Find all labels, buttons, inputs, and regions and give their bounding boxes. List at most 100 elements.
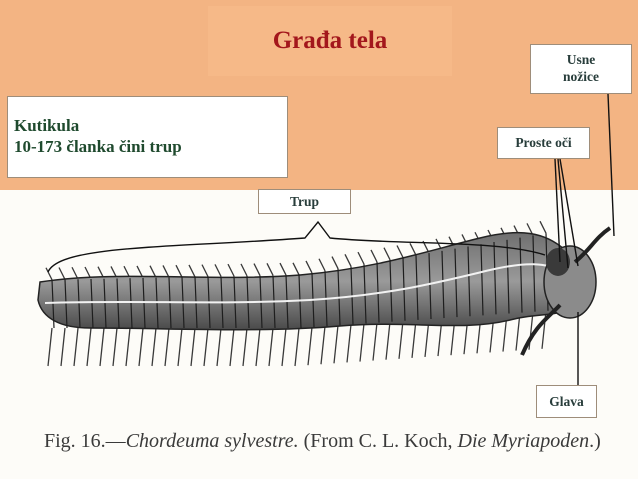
leg-upper [188, 264, 196, 278]
leg-lower [320, 326, 326, 365]
leg-upper [45, 267, 53, 281]
segment-ring [428, 253, 432, 319]
segment-ring [467, 246, 471, 317]
leg-upper [227, 263, 235, 277]
caption-source-prefix: (From C. L. Koch, [298, 430, 458, 452]
leg-upper [253, 263, 261, 276]
leg-lower [216, 327, 222, 367]
eyes-pointer-1 [554, 158, 561, 263]
leg-lower [281, 327, 287, 367]
leg-upper [175, 264, 183, 278]
leg-lower [346, 324, 352, 363]
mandibles-pointer [607, 93, 615, 237]
leg-upper [396, 245, 404, 258]
leg-upper [162, 265, 170, 278]
label-head: Glava [536, 385, 597, 418]
leg-upper [318, 258, 326, 272]
leg-upper [149, 265, 157, 278]
leg-lower [398, 320, 404, 359]
leg-lower [528, 311, 534, 350]
leg-lower [255, 327, 261, 367]
label-trunk: Trup [258, 189, 351, 214]
leg-lower [177, 327, 183, 367]
leg-upper [357, 251, 365, 265]
eyes-pointer-3 [557, 158, 569, 269]
segment-ring [519, 237, 523, 313]
leg-lower [164, 327, 170, 367]
info-line-segments: 10-173 članka čini trup [14, 137, 182, 156]
eye-patch [546, 248, 570, 276]
caption-source-suffix: .) [589, 430, 601, 452]
label-mandibles-line1: Usne [566, 52, 596, 67]
page-title: Građa tela [208, 6, 452, 76]
label-mandibles: Usne nožice [530, 44, 632, 94]
leg-lower [541, 310, 547, 349]
antenna-lower [520, 303, 562, 356]
segment-ring [90, 278, 94, 329]
segment-ring [493, 242, 497, 315]
leg-upper [383, 247, 391, 260]
segment-ring [64, 279, 68, 329]
leg-upper [292, 262, 300, 276]
leg-lower [242, 327, 248, 367]
trup-bracket [47, 220, 546, 273]
leg-lower [294, 327, 300, 367]
leg-upper [370, 249, 378, 263]
leg-lower [372, 322, 378, 361]
segment-ring [480, 244, 484, 316]
leg-lower [138, 327, 144, 367]
leg-lower [47, 327, 53, 367]
leg-lower [190, 327, 196, 367]
leg-upper [331, 256, 339, 269]
leg-upper [58, 267, 66, 280]
leg-upper [214, 264, 222, 277]
segment-ring [441, 250, 445, 319]
leg-upper [344, 254, 352, 267]
segment-ring [532, 235, 536, 312]
leg-lower [73, 327, 79, 367]
leg-upper [201, 264, 209, 277]
leg-lower [99, 327, 105, 367]
segment-ring [363, 264, 367, 324]
leg-upper [539, 220, 547, 234]
leg-lower [86, 327, 92, 367]
label-mandibles-line2: nožice [563, 69, 599, 84]
leg-lower [385, 321, 391, 360]
leg-lower [203, 327, 209, 367]
leg-lower [229, 327, 235, 367]
label-simple-eyes: Proste oči [497, 127, 590, 159]
leg-lower [125, 327, 131, 367]
leg-lower [515, 312, 521, 351]
leg-lower [151, 327, 157, 367]
figure-caption: Fig. 16.—Chordeuma sylvestre. (From C. L… [44, 430, 634, 453]
leg-lower [268, 327, 274, 367]
leg-lower [333, 325, 339, 364]
leg-lower [411, 319, 417, 358]
info-box: Kutikula 10-173 članka čini trup [7, 96, 288, 178]
segment-ring [77, 279, 81, 329]
leg-lower [112, 327, 118, 367]
leg-lower [307, 327, 313, 366]
body-midline [44, 263, 561, 304]
segment-ring [415, 255, 419, 320]
caption-source-title: Die Myriapoden [457, 430, 590, 452]
leg-upper [305, 260, 313, 274]
leg-upper [71, 266, 79, 280]
caption-fig: Fig. 16.— [44, 430, 126, 452]
segment-ring [129, 278, 133, 329]
leg-upper [279, 262, 287, 276]
segment-ring [350, 266, 354, 325]
leg-upper [266, 263, 274, 276]
segment-ring [103, 278, 107, 329]
segment-ring [454, 248, 458, 318]
leg-lower [359, 323, 365, 362]
segment-ring [51, 279, 55, 329]
antenna-upper [573, 226, 612, 264]
leg-upper [409, 242, 417, 256]
eyes-pointer-2 [559, 158, 579, 267]
segment-ring [506, 239, 510, 314]
segment-ring [116, 278, 120, 329]
info-line-cuticle: Kutikula [14, 116, 80, 135]
leg-lower [60, 327, 66, 367]
